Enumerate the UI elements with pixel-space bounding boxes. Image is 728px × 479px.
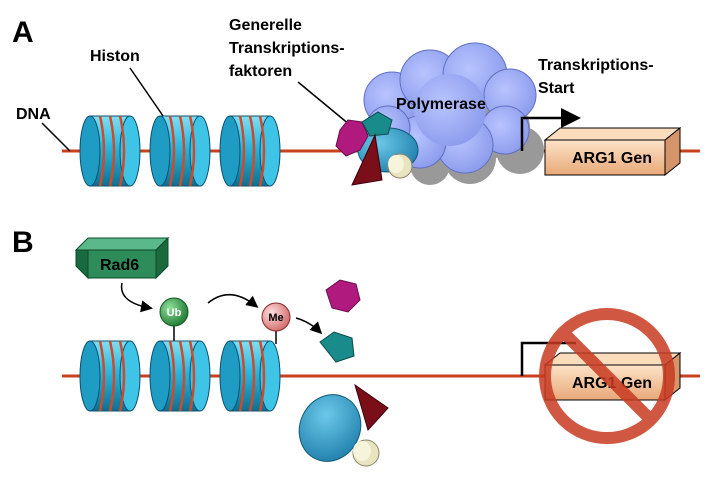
nucleosome-b-3	[219, 340, 281, 412]
tss-arrow	[520, 108, 581, 151]
dna-pointer	[41, 122, 71, 152]
gtf-hexagon-a	[335, 119, 369, 157]
gtf-cylinder-b	[352, 439, 380, 467]
ub-label: Ub	[167, 307, 182, 319]
gtf-pointer	[297, 81, 351, 126]
rad6-box	[74, 236, 170, 280]
gtf-hexagon-b	[325, 279, 361, 313]
histone-label: Histon	[90, 48, 140, 65]
me-label: Me	[268, 312, 283, 324]
gtf-ellipse-b	[298, 394, 362, 462]
me-sphere	[261, 302, 291, 332]
dna-label: DNA	[16, 106, 51, 123]
polymerase-label: Polymerase	[396, 96, 486, 113]
nucleosome-a-3	[219, 115, 281, 187]
gtf-label: Generelle Transkriptions- faktoren	[229, 17, 349, 80]
ub-sphere	[159, 297, 189, 327]
gene-box-a	[543, 126, 682, 177]
nucleosome-b-1	[79, 340, 141, 412]
panel-b-letter: B	[12, 226, 34, 259]
nucleosome-a-2	[149, 115, 211, 187]
gtf-triangle-b	[354, 383, 389, 431]
rad6-label: Rad6	[100, 257, 139, 274]
tss-label: Transkriptions- Start	[538, 57, 658, 97]
arrow-me-to-release	[295, 317, 323, 335]
gtf-cylinder-a	[387, 153, 413, 179]
gtf-pentagon-a	[361, 111, 393, 137]
panel-a-letter: A	[12, 16, 34, 49]
gtf-pentagon-b	[319, 331, 355, 363]
arrow-rad6-to-ub	[120, 282, 153, 313]
nucleosome-a-1	[79, 115, 141, 187]
gtf-triangle-a	[351, 133, 383, 186]
nucleosome-b-2	[149, 340, 211, 412]
arrow-ub-to-me	[207, 294, 259, 308]
gene-label-a: ARG1 Gen	[572, 150, 652, 167]
no-sign	[539, 308, 675, 444]
